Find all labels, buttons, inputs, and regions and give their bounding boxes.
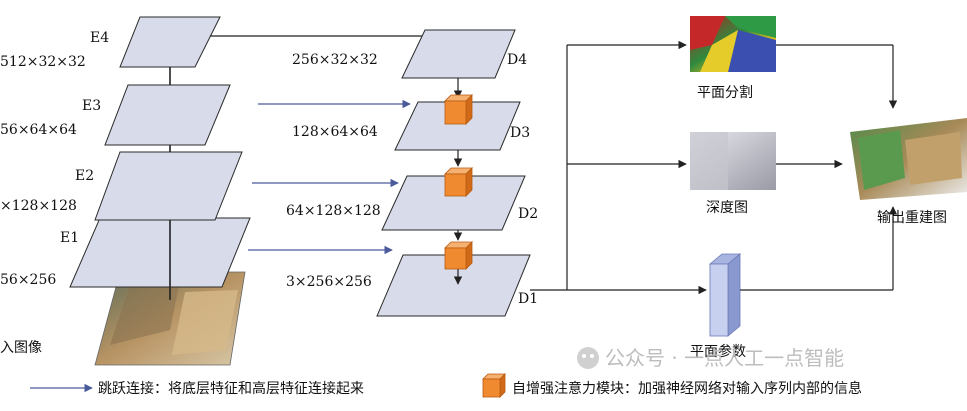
d1-dims: 3×256×256 [286,274,372,290]
e4-dims: 512×32×32 [0,54,86,70]
encoder-layer-e3: E3 56×64×64 [0,84,231,146]
legend: 跳跃连接：将底层特征和高层特征连接起来 自增强注意力模块：加强神经网络对输入序列… [30,373,862,398]
e2-dims: ×128×128 [0,198,77,214]
e3-name: E3 [82,98,101,114]
e4-name: E4 [90,30,109,46]
plane-params-label: 平面参数 [690,343,746,360]
plane-segmentation-image [690,16,776,72]
d3-dims: 128×64×64 [292,124,378,140]
input-label: 入图像 [0,340,42,356]
decoder: 256×32×32 D4 128×64×64 D3 64×128×128 D2 … [286,29,538,317]
legend-attention-cube [482,373,506,398]
reconstruction-image [850,118,967,200]
decoder-layer-d3: 128×64×64 D3 [292,101,530,151]
watermark: 公众号 · 一点人工一点智能 [577,346,844,370]
encoder-layer-e1: E1 56×256 [0,217,251,288]
d2-name: D2 [518,206,538,222]
e1-name: E1 [60,230,79,246]
d3-name: D3 [510,125,530,141]
decoder-layer-d2: 64×128×128 D2 [286,175,538,231]
input-image [94,271,246,366]
encoder-layer-e2: E2 ×128×128 [0,151,243,221]
watermark-text: 公众号 · 一点人工一点智能 [605,346,844,370]
e3-dims: 56×64×64 [0,122,77,138]
decoder-layer-d1: 3×256×256 D1 [286,254,538,317]
decoder-layer-d4: 256×32×32 D4 [292,29,527,79]
d4-dims: 256×32×32 [292,52,378,68]
depth-image [690,132,776,190]
plane-params-bar [708,253,742,337]
e2-name: E2 [75,168,94,184]
reconstruction-label: 输出重建图 [877,210,947,226]
attention-cube-d3 [444,94,473,125]
encoder: E1 56×256 E2 ×128×128 E3 56×64×64 E4 512… [0,16,251,366]
attention-cube-d2 [444,167,473,197]
output-branches: 平面分割 深度图 平面参数 输出重建图 [530,16,967,360]
e1-dims: 56×256 [0,272,56,288]
d4-name: D4 [507,52,527,68]
legend-skip-text: 跳跃连接：将底层特征和高层特征连接起来 [98,380,364,397]
depth-label: 深度图 [706,200,748,216]
skip-connections [210,35,463,255]
attention-cube-d1 [444,241,473,270]
legend-attention-text: 自增强注意力模块：加强神经网络对输入序列内部的信息 [512,380,862,397]
plane-seg-label: 平面分割 [697,84,753,101]
d2-dims: 64×128×128 [286,203,381,219]
d1-name: D1 [518,291,538,307]
encoder-layer-e4: E4 512×32×32 [0,16,221,70]
